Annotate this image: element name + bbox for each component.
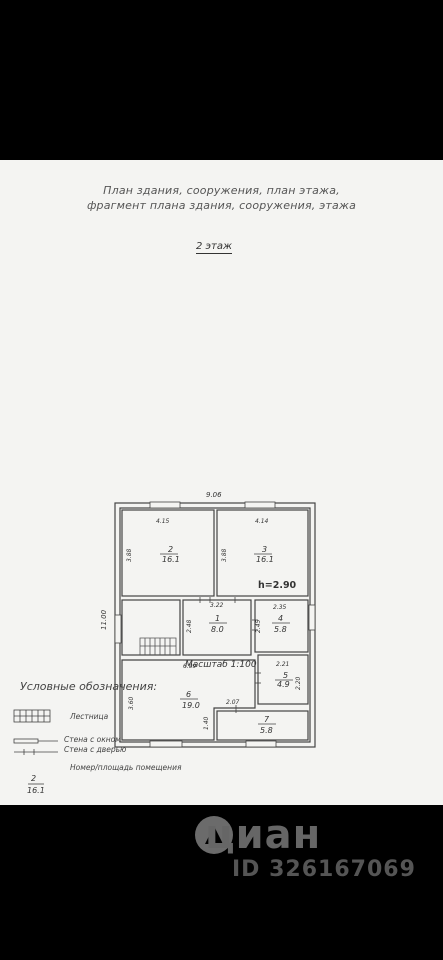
plan-sheet: План здания, сооружения, план этажа, фра…	[0, 160, 443, 805]
floor-plan: 9.06 11.00 h=2.90	[100, 491, 316, 748]
stairs	[139, 637, 177, 655]
room-4-number: 4	[278, 614, 283, 623]
ceiling-height: h=2.90	[258, 580, 297, 591]
room-6-area: 19.0	[182, 701, 200, 710]
watermark-id: ID 326167069	[232, 857, 416, 882]
room-7-height: 1.40	[203, 716, 210, 730]
room-3-area: 16.1	[256, 555, 274, 564]
room-2-width: 4.15	[156, 518, 170, 525]
room-1-width: 3.22	[210, 602, 224, 609]
room-2-height: 3.88	[126, 548, 133, 562]
room-5-number: 5	[283, 671, 288, 680]
room-1-number: 1	[215, 614, 220, 623]
hall-outline	[121, 599, 181, 656]
window-symbol	[13, 738, 58, 744]
room-4-area: 5.8	[274, 625, 287, 634]
room-5-width: 2.21	[276, 661, 289, 668]
room-6-outline	[121, 659, 256, 741]
room-2-outline	[121, 509, 215, 597]
legend-window: Стена с окном	[64, 735, 121, 744]
room-2-area: 16.1	[162, 555, 180, 564]
legend-room-area: 16.1	[27, 786, 45, 795]
room-3-width: 4.14	[255, 518, 269, 525]
room-3-number: 3	[262, 545, 267, 554]
room-7-outline	[216, 710, 309, 741]
legend-symbols: 2 16.1	[13, 709, 58, 795]
legend-stairs: Лестница	[70, 712, 109, 721]
legend-door: Стена с дверью	[64, 745, 127, 754]
floor-label: 2 этаж	[196, 241, 232, 254]
legend-room-number: Номер/площадь помещения	[70, 763, 182, 772]
door-symbol	[14, 749, 58, 755]
stairs-symbol	[13, 709, 51, 723]
room-2-number: 2	[168, 545, 173, 554]
room-4-height: 2.45	[255, 619, 262, 633]
watermark-brand: циан	[205, 812, 322, 858]
room-1-area: 8.0	[211, 625, 224, 634]
dim-overall-width: 9.06	[206, 491, 222, 499]
room-5-outline	[257, 654, 309, 705]
room-1-outline	[182, 599, 252, 656]
dim-overall-height: 11.00	[100, 609, 108, 630]
scale-label: Масштаб 1:100	[185, 660, 257, 670]
room-5-area: 4.9	[277, 680, 290, 689]
legend-title: Условные обозначения:	[20, 680, 158, 693]
header-line-1: План здания, сооружения, план этажа,	[103, 184, 340, 197]
room-5-height: 2.20	[295, 676, 302, 690]
room-7-area: 5.8	[260, 726, 273, 735]
header-line-2: фрагмент плана здания, сооружения, этажа	[86, 199, 357, 212]
room-6-width: 6.09	[183, 663, 197, 670]
room-1-height: 2.48	[186, 619, 193, 633]
room-3-outline	[216, 509, 309, 597]
room-7-number: 7	[264, 715, 270, 724]
room-6-number: 6	[186, 690, 191, 699]
cian-logo-icon	[195, 816, 233, 854]
legend-room-num: 2	[31, 774, 36, 783]
room-7-width: 2.07	[226, 699, 240, 706]
room-6-height: 3.60	[128, 696, 135, 710]
room-3-height: 3.88	[221, 548, 228, 562]
room-4-outline	[254, 599, 309, 653]
room-4-width: 2.35	[273, 604, 287, 611]
